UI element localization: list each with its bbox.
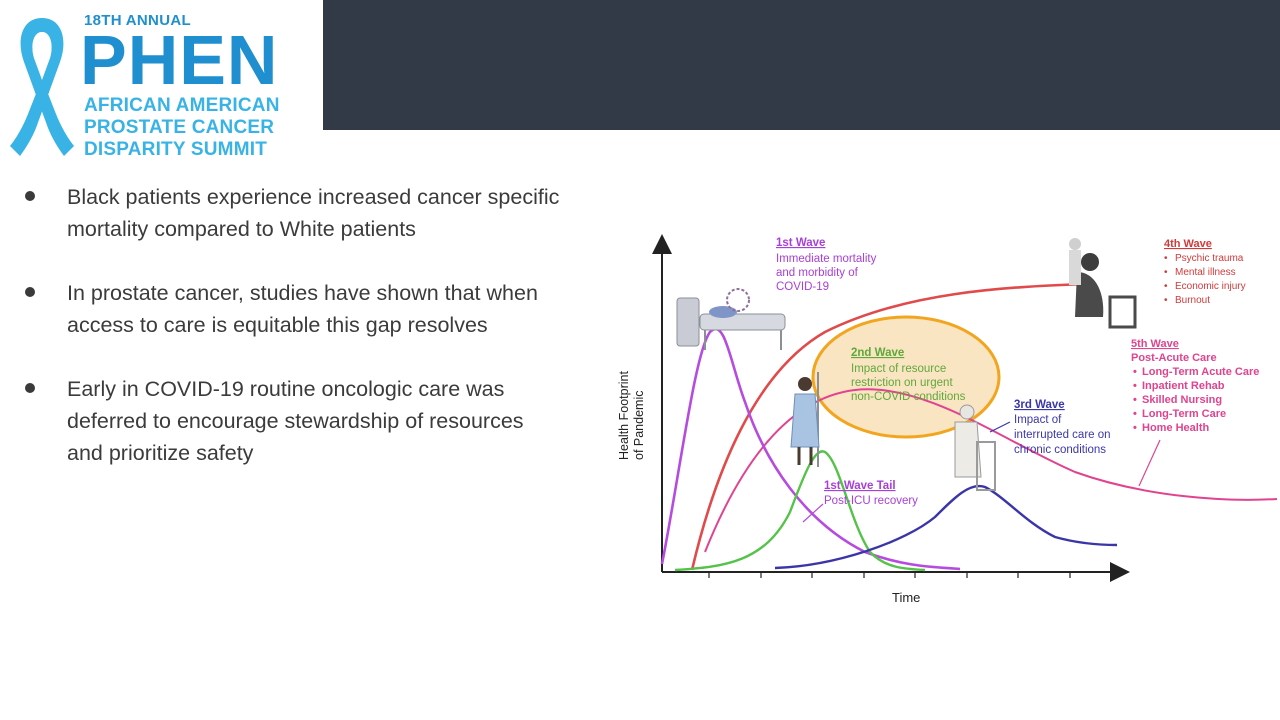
logo-brand-text: PHEN	[80, 21, 279, 99]
wave5-label: 5th Wave Post-Acute Care	[1131, 338, 1217, 364]
wave2-curve	[674, 450, 926, 572]
wave4-item: Economic injury	[1175, 281, 1246, 292]
phen-logo: 18TH ANNUAL PHEN AFRICAN AMERICAN PROSTA…	[0, 0, 323, 165]
bullet-item: Black patients experience increased canc…	[20, 181, 560, 245]
wave1-curve	[660, 328, 961, 571]
x-axis-label: Time	[892, 590, 920, 605]
wave3-label: 3rd Wave Impact of interrupted care on c…	[1014, 399, 1114, 456]
bullet-text: In prostate cancer, studies have shown t…	[67, 281, 538, 337]
svg-text:•: •	[1133, 422, 1137, 434]
pandemic-waves-diagram: Health Footprint of Pandemic Time	[617, 234, 1278, 605]
wave1-label: 1st Wave Immediate mortality and morbidi…	[776, 237, 880, 293]
patient-iv-illustration	[790, 372, 820, 467]
wave4-item: Mental illness	[1175, 267, 1236, 278]
wave5-item: Long-Term Care	[1142, 408, 1226, 420]
wave4-item: Psychic trauma	[1175, 253, 1244, 264]
svg-text:•: •	[1164, 253, 1168, 264]
wave3-pointer	[989, 421, 1011, 433]
wave4-label: 4th Wave	[1164, 238, 1212, 250]
wave5-item: Inpatient Rehab	[1142, 380, 1225, 392]
svg-text:•: •	[1164, 295, 1168, 306]
wave2-label: 2nd Wave Impact of resource restriction …	[851, 347, 966, 403]
bullet-dot-icon	[25, 383, 35, 393]
hospital-bed-illustration	[676, 288, 786, 350]
x-axis-ticks	[708, 572, 1071, 578]
wave2-ellipse	[811, 315, 1001, 439]
walker-patient-illustration	[954, 404, 996, 491]
svg-text:•: •	[1133, 394, 1137, 406]
header-band	[323, 0, 1280, 130]
wave5-curve	[704, 388, 1278, 553]
wave4-list: • Psychic trauma • Mental illness • Economi…	[1164, 253, 1246, 306]
svg-text:•: •	[1133, 366, 1137, 378]
bullet-list: Black patients experience increased canc…	[20, 181, 560, 501]
wave5-item: Skilled Nursing	[1142, 394, 1222, 406]
wave5-pointer	[1138, 439, 1161, 487]
wave5-list: • Long-Term Acute Care • Inpatient Rehab •…	[1133, 366, 1259, 434]
wave4-curve	[690, 282, 1086, 571]
logo-annual-text: 18TH ANNUAL	[84, 12, 191, 29]
svg-text:•: •	[1164, 281, 1168, 292]
logo-subtitle-line-2: PROSTATE CANCER	[84, 117, 275, 138]
wave4-item: Burnout	[1175, 295, 1210, 306]
y-axis-label: Health Footprint of Pandemic	[617, 368, 646, 460]
svg-text:•: •	[1164, 267, 1168, 278]
wave1-tail-label: 1st Wave Tail Post-ICU recovery	[824, 480, 918, 507]
svg-text:•: •	[1133, 380, 1137, 392]
bullet-item: In prostate cancer, studies have shown t…	[20, 277, 560, 341]
bullet-dot-icon	[25, 287, 35, 297]
logo-subtitle-line-1: AFRICAN AMERICAN	[84, 95, 280, 116]
bullet-dot-icon	[25, 191, 35, 201]
svg-text:•: •	[1133, 408, 1137, 420]
awareness-ribbon-icon	[10, 18, 74, 156]
wave1-tail-pointer	[802, 503, 824, 523]
logo-subtitle-line-3: DISPARITY SUMMIT	[84, 139, 268, 160]
bullet-text: Black patients experience increased canc…	[67, 185, 560, 241]
grieving-person-illustration	[1069, 238, 1137, 329]
bullet-item: Early in COVID-19 routine oncologic care…	[20, 373, 560, 469]
wave5-item: Long-Term Acute Care	[1142, 366, 1259, 378]
wave5-item: Home Health	[1142, 422, 1210, 434]
virus-icon	[726, 288, 750, 312]
bullet-text: Early in COVID-19 routine oncologic care…	[67, 377, 524, 465]
